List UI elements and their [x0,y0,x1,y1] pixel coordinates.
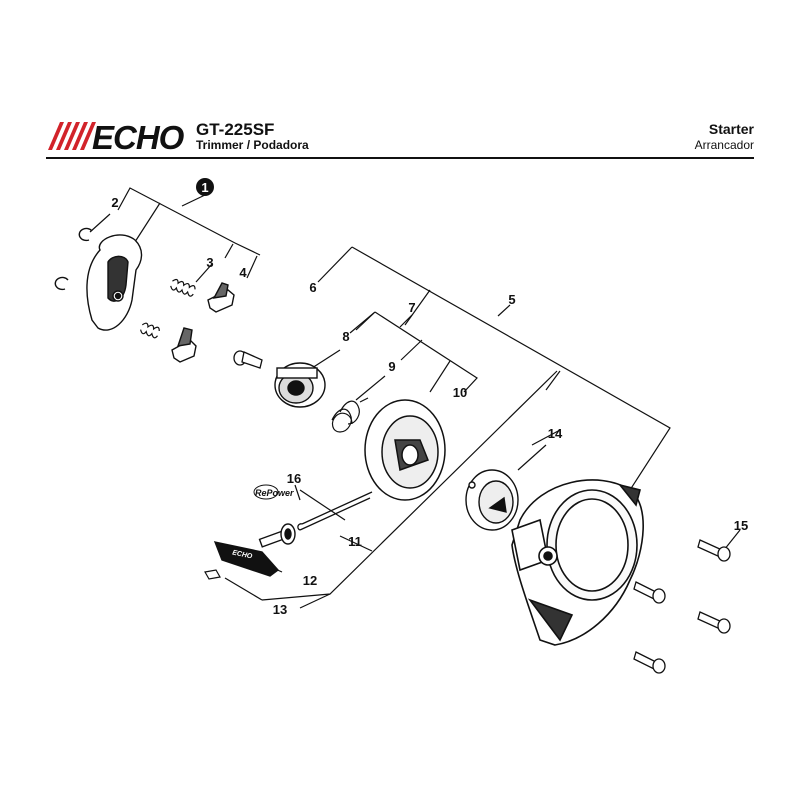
part-13-plate [204,569,221,580]
leader-lines [89,187,741,609]
leader-bracket-5 [351,246,671,491]
leader-bracket-1 [117,187,261,256]
section-title-es: Arrancador [694,138,754,152]
part-5-starter-housing [511,479,644,646]
callout-1-badge [196,178,214,196]
callout-6: 6 [309,280,316,295]
repower-logo: RePower [255,488,294,498]
callout-2: 2 [111,195,118,210]
callout-15: 15 [734,518,748,533]
callout-9: 9 [388,359,395,374]
callout-10: 10 [453,385,467,400]
part-11-rope [297,491,373,531]
callout-13: 13 [273,602,287,617]
callout-8: 8 [342,329,349,344]
part-8-hub [274,362,326,408]
part-2-clip [54,227,93,291]
product-type: Trimmer / Podadora [196,138,309,152]
part-12-handle: ECHO [213,523,296,577]
part-3-spring [140,278,196,339]
callout-4: 4 [239,265,247,280]
logo-wordmark: ECHO [92,119,185,152]
callout-11: 11 [348,534,362,549]
callout-5: 5 [508,292,515,307]
handle-logo: ECHO [232,549,254,560]
part-16-repower-label: RePower [253,484,294,500]
model-title: GT-225SF [196,120,275,139]
part-14-washer [465,469,519,531]
part-9-coil [331,397,369,433]
callout-numbers: 1 2 3 4 5 6 7 8 9 10 11 12 13 14 15 16 [111,178,748,617]
callout-12: 12 [303,573,317,588]
part-15-screw [633,539,731,674]
echo-logo: ECHO [46,118,186,156]
part-6-screw [233,350,263,369]
section-title-en: Starter [708,121,754,137]
header-divider [46,157,754,159]
callout-3: 3 [206,255,213,270]
callout-7: 7 [408,300,415,315]
part-10-reel [364,399,446,501]
pawl-plate [86,234,143,331]
echo-logo-graphic: ECHO [48,119,186,156]
callout-14: 14 [548,426,563,441]
callout-16: 16 [287,471,301,486]
logo-speed-stripes [48,122,96,150]
part-4-pawl [171,282,235,363]
callout-1: 1 [201,180,208,195]
